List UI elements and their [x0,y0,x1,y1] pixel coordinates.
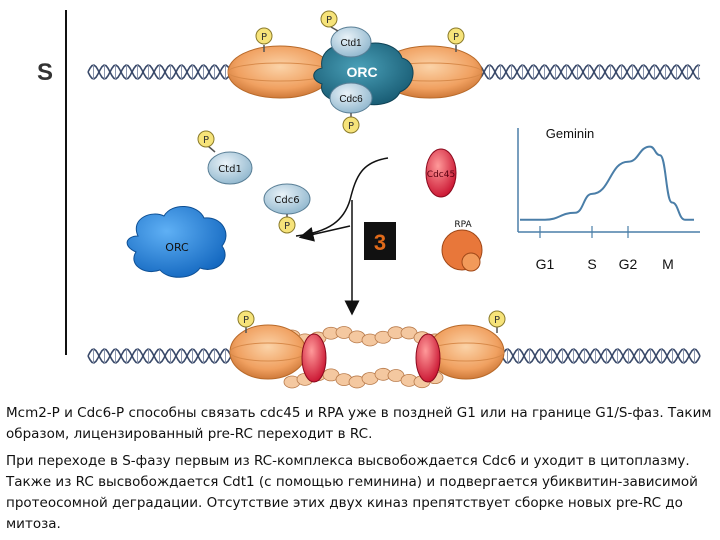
ctd1-bound-label: Ctd1 [340,38,362,49]
phosphate-label: P [284,221,290,232]
transition-curve [295,157,389,237]
description-paragraph-2: При переходе в S-фазу первым из RC-компл… [6,451,718,535]
free-orc: ORC [126,206,227,278]
cdc45-bound-right [415,333,441,383]
description-text-2: При переходе в S-фазу первым из RC-компл… [6,453,698,532]
description-text-1: Mcm2-P и Cdc6-P способны связать cdc45 и… [6,405,712,442]
phosphate-label: P [494,315,500,326]
phosphate-icon [237,310,255,328]
phosphate-icon [488,310,506,328]
geminin-curve [520,145,694,221]
rpa-label: RPA [454,220,472,230]
geminin-phase-label: G2 [619,256,638,272]
cdc45-protein: Cdc45 [425,148,457,198]
phosphate-label: P [326,15,332,26]
cdc45-label: Cdc45 [427,170,455,180]
phosphate-icon [342,116,360,134]
cdc45-bound-left [301,333,327,383]
phosphate-label: P [453,32,459,43]
free-orc-label: ORC [165,241,189,254]
phosphate-icon [255,27,273,45]
step-number: 3 [374,230,386,255]
rc-complex: P P [229,310,506,383]
phosphate-icon [197,130,215,148]
geminin-phase-label: M [662,256,674,272]
phosphate-icon [447,27,465,45]
geminin-title: Geminin [546,126,594,141]
free-cdc6: Cdc6 P [263,183,311,234]
cdc6-bound-label: Cdc6 [339,94,363,105]
phosphate-label: P [348,121,354,132]
phosphate-label: P [261,32,267,43]
step-box [364,222,396,260]
pre-rc-complex: ORC Ctd1 Cdc6 P P P P [227,10,483,134]
phosphate-label: P [243,315,249,326]
orc-label: ORC [346,64,377,80]
dna-strand-bottom [87,348,701,364]
phase-label: S [37,59,53,86]
geminin-phase-label: S [587,256,596,272]
free-ctd1-label: Ctd1 [218,164,242,175]
description-paragraph-1: Mcm2-P и Cdc6-P способны связать cdc45 и… [6,403,718,445]
geminin-plot: Geminin G1 S G2 M [517,126,700,272]
rpa-protein: RPA [441,220,483,272]
free-cdc6-label: Cdc6 [274,195,299,206]
ctd1-bound [330,26,372,58]
phosphate-icon [320,10,338,28]
geminin-phase-label: G1 [536,256,555,272]
free-ctd1: P Ctd1 [197,130,253,185]
mcm-ring-left [229,324,307,380]
phosphate-icon [278,216,296,234]
release-arrow [298,225,351,242]
phosphate-label: P [203,135,209,146]
